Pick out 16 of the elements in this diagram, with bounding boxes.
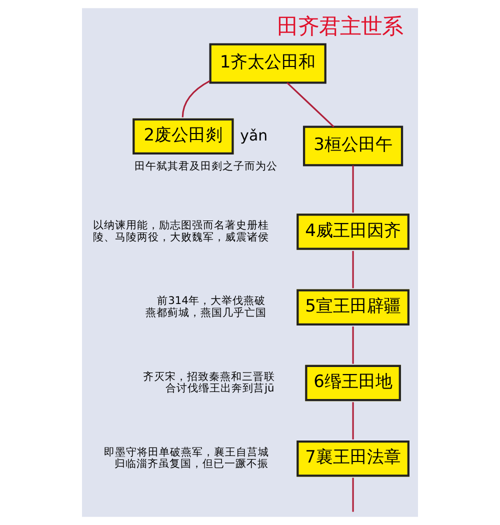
connector bbox=[352, 402, 354, 440]
node-label: 即墨守将田单破燕军，襄王自莒城归临淄齐虽复国，但已一蹶不振 bbox=[104, 445, 269, 470]
connector bbox=[286, 82, 334, 128]
connector bbox=[352, 326, 354, 364]
connector bbox=[352, 250, 354, 288]
node-label: 以纳谏用能，励志图强而名著史册桂陵、马陵两役，大败魏军，威震诸侯 bbox=[93, 218, 270, 244]
connector bbox=[352, 478, 354, 512]
node-label: yǎn bbox=[240, 126, 268, 144]
connector bbox=[182, 80, 210, 118]
node-label: 田午弑其君及田剡之子而为公 bbox=[134, 159, 278, 172]
connector bbox=[352, 165, 354, 213]
node-box: 3桓公田午 bbox=[302, 126, 404, 166]
diagram-title: 田齐君主世系 bbox=[277, 14, 404, 40]
node-box: 1齐太公田和 bbox=[209, 43, 326, 84]
node-label: 齐灭宋，招致秦燕和三晋联合讨伐缗王出奔到莒jū bbox=[143, 370, 276, 395]
node-label: 前314年，大举伐燕破燕都蓟城，燕国几乎亡国 bbox=[145, 294, 266, 319]
